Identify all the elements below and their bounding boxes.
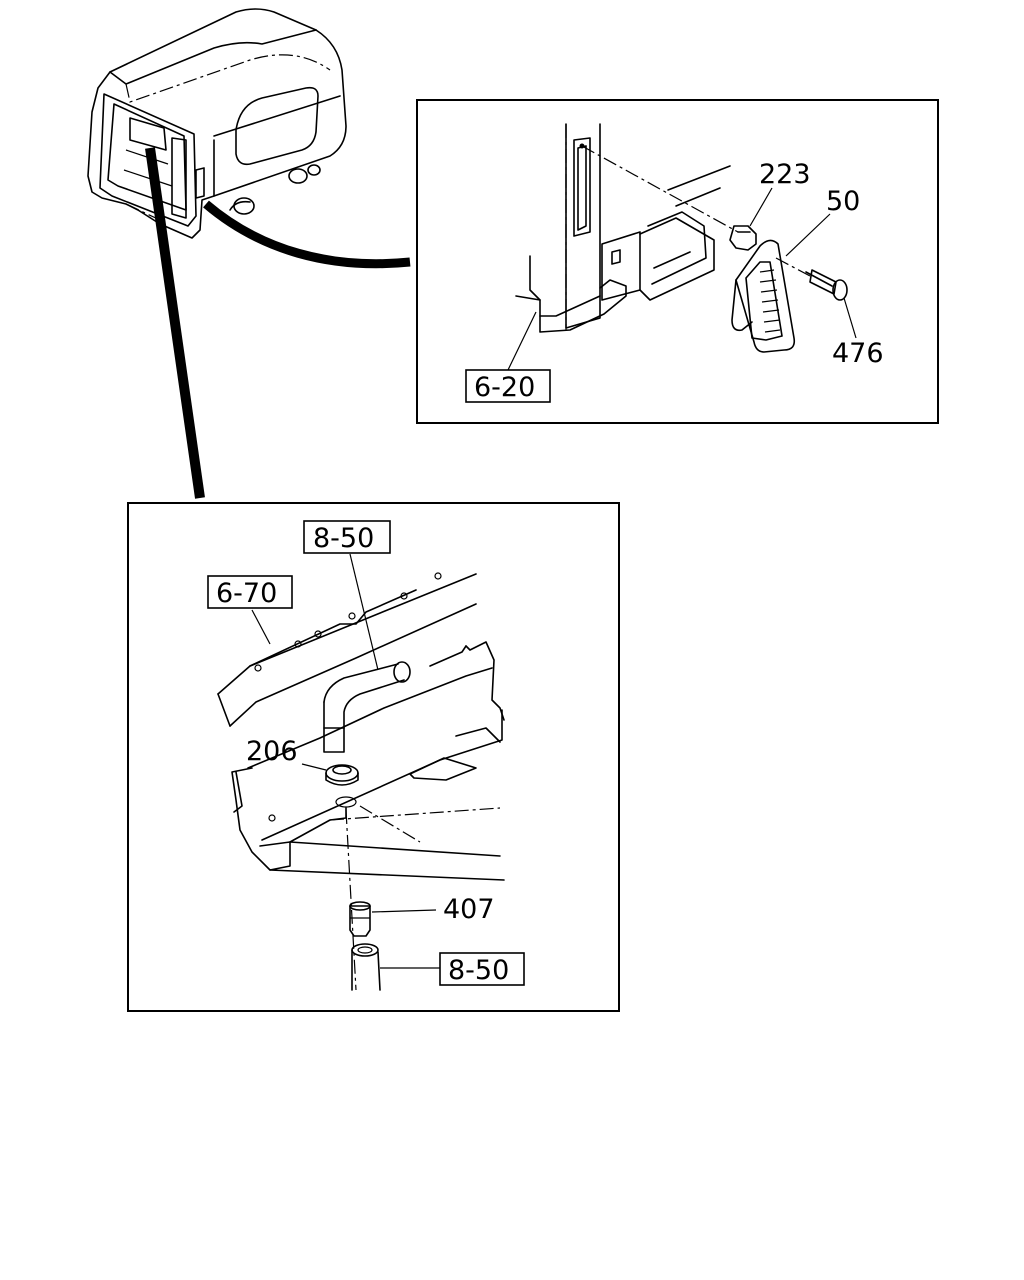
leader-to-upper-detail bbox=[203, 200, 411, 269]
ref-box-6-20 bbox=[465, 369, 551, 403]
lower-detail-art bbox=[217, 553, 505, 991]
callout-407: 407 bbox=[443, 894, 495, 925]
upper-detail-frame bbox=[416, 99, 939, 424]
ref-box-6-70 bbox=[207, 575, 293, 609]
screw-476 bbox=[775, 257, 848, 301]
ref-box-8-50-top bbox=[303, 520, 391, 554]
lower-detail-frame bbox=[127, 502, 620, 1012]
upper-detail-art bbox=[507, 123, 857, 371]
callout-8-50-top: 8-50 bbox=[313, 523, 374, 554]
connector-407 bbox=[349, 901, 371, 937]
ref-box-8-50-bottom bbox=[439, 952, 525, 986]
cab-overview bbox=[87, 8, 347, 239]
callout-223: 223 bbox=[759, 159, 811, 190]
callout-6-20: 6-20 bbox=[474, 372, 535, 403]
grommet-206 bbox=[325, 764, 359, 808]
callout-50: 50 bbox=[826, 186, 860, 217]
vent-grille-50 bbox=[731, 239, 796, 353]
pipe-lower bbox=[351, 943, 381, 991]
callout-476: 476 bbox=[832, 338, 884, 369]
callout-8-50-bottom: 8-50 bbox=[448, 955, 509, 986]
callout-6-70: 6-70 bbox=[216, 578, 277, 609]
leader-to-lower-detail bbox=[145, 147, 205, 499]
hose-elbow bbox=[323, 661, 411, 753]
clip-nut-223 bbox=[729, 225, 757, 251]
callout-206: 206 bbox=[246, 736, 298, 767]
